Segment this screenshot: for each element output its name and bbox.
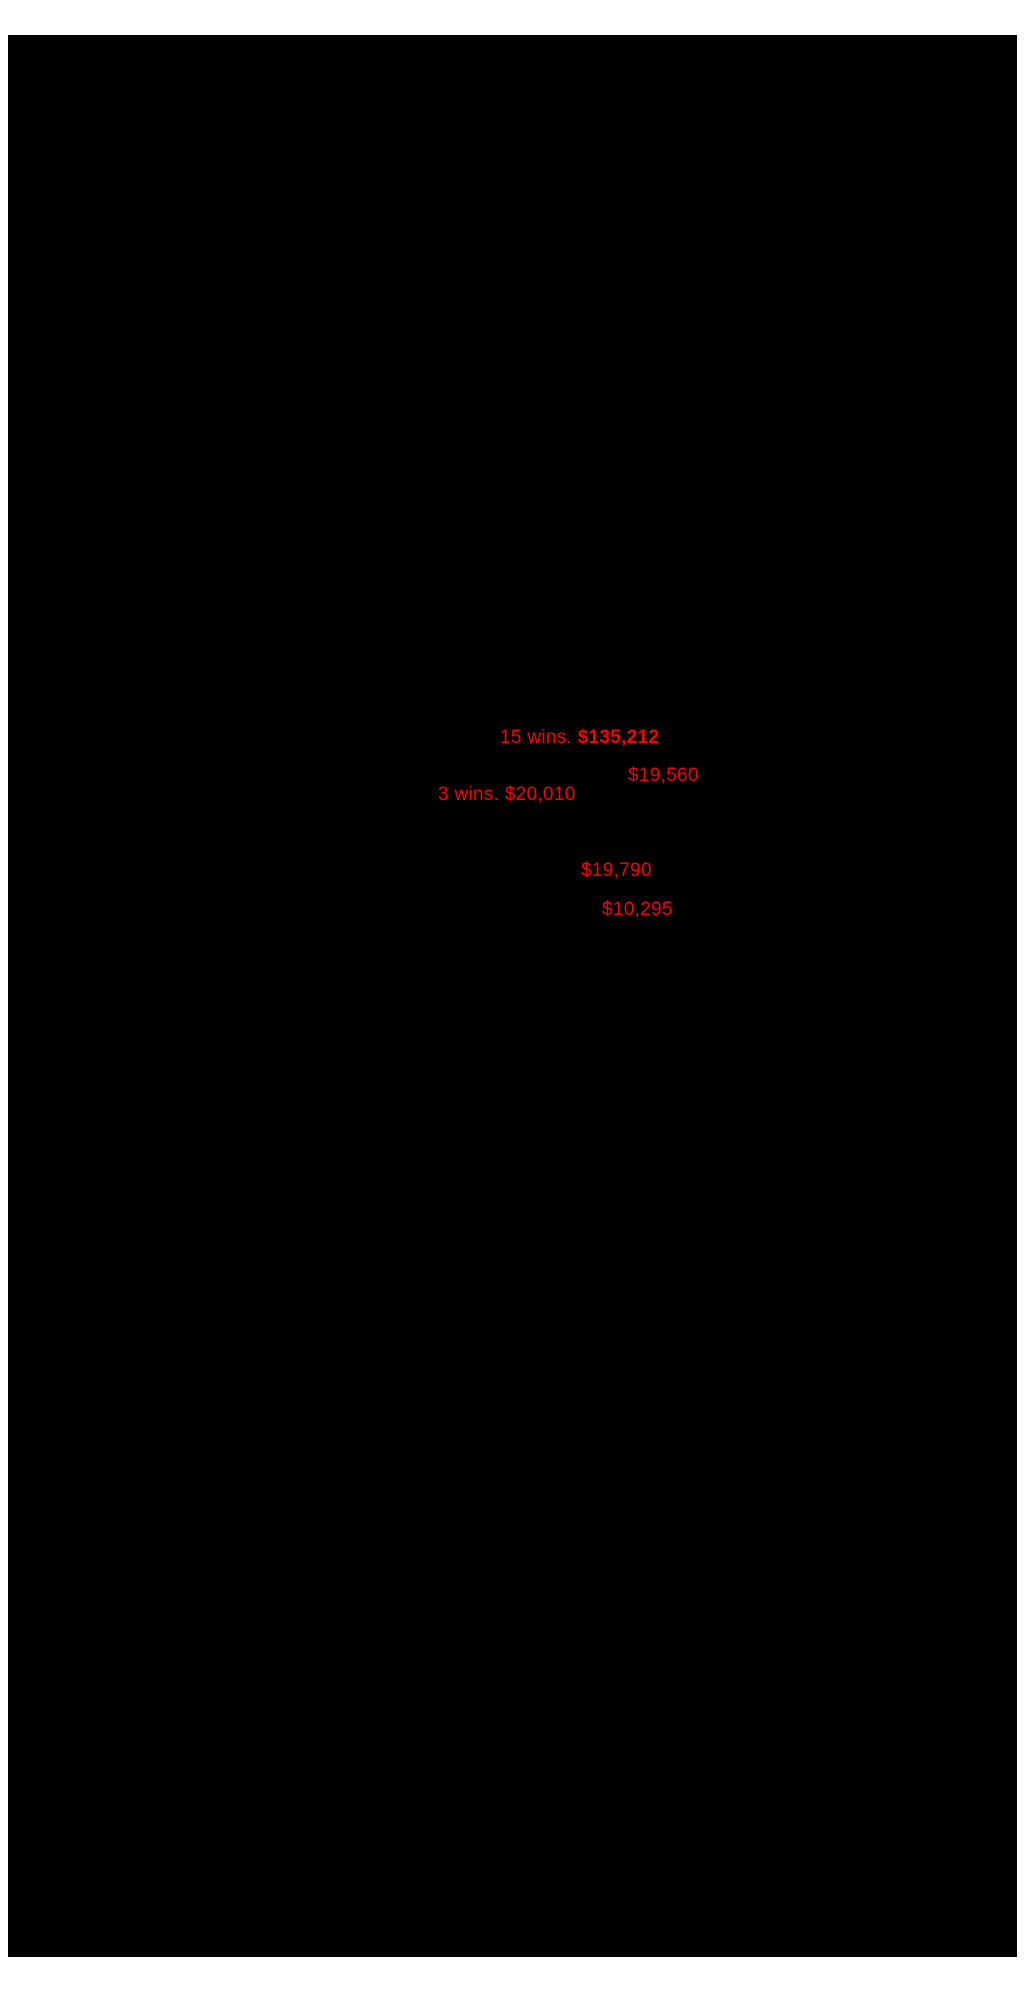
annotation-amount: $10,295 xyxy=(602,899,673,920)
annotation-wins-earnings-1: 15 wins. $135,212 xyxy=(500,728,659,747)
annotation-wins-earnings-3: 3 wins. $20,010 xyxy=(438,785,576,804)
annotation-earnings-5: $10,295 xyxy=(602,900,673,919)
annotation-amount: $20,010 xyxy=(504,784,576,805)
annotation-amount: $135,212 xyxy=(577,727,660,748)
annotation-wins-text: 15 wins. xyxy=(500,727,578,748)
document-content-area xyxy=(8,35,1017,1957)
annotation-amount: $19,790 xyxy=(581,860,652,881)
annotation-amount: $19,560 xyxy=(628,765,699,786)
annotation-earnings-2: $19,560 xyxy=(628,766,699,785)
annotation-earnings-4: $19,790 xyxy=(581,861,652,880)
annotation-wins-text: 3 wins. xyxy=(438,784,505,805)
